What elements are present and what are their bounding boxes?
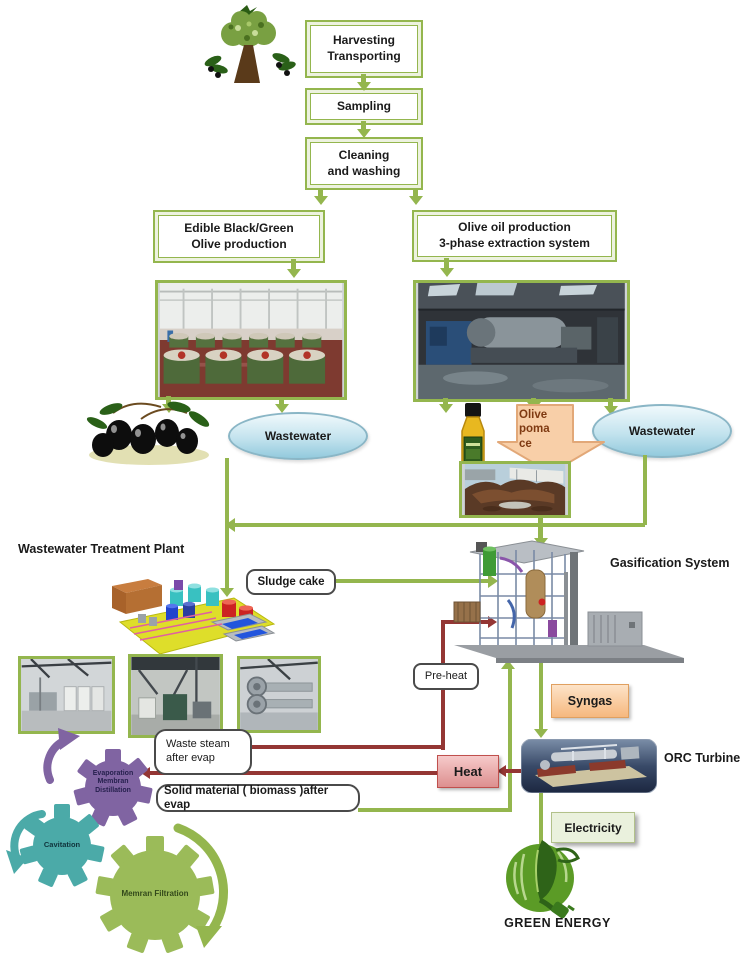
syngas-box: Syngas bbox=[551, 684, 629, 718]
box-sampling-label: Sampling bbox=[310, 93, 418, 120]
arrowhead-icon bbox=[220, 588, 234, 597]
wastewater-right-ellipse: Wastewater bbox=[592, 404, 732, 458]
wastewater-right-label: Wastewater bbox=[628, 424, 696, 438]
arrowhead-icon bbox=[287, 269, 301, 278]
solid-material-label: Solid material ( biomass )after evap bbox=[164, 784, 329, 811]
arrowhead-icon bbox=[488, 574, 498, 588]
cavitation-gear-label: Cavitation bbox=[43, 840, 81, 849]
arrowhead-icon bbox=[497, 765, 506, 777]
arrowhead-icon bbox=[409, 196, 423, 205]
box-harvesting-label: Harvesting Transporting bbox=[310, 25, 418, 73]
preheat-label: Pre-heat bbox=[424, 669, 468, 682]
line-wastewater-collect bbox=[233, 523, 645, 527]
box-olive-oil-label: Olive oil production 3-phase extraction … bbox=[417, 215, 612, 257]
preheat-callout: Pre-heat bbox=[413, 663, 479, 690]
waste-steam-callout: Waste steam after evap bbox=[154, 729, 252, 775]
wastewater-left-ellipse: Wastewater bbox=[228, 412, 368, 460]
olive-tree-image bbox=[204, 5, 296, 83]
solid-material-callout: Solid material ( biomass )after evap bbox=[156, 784, 360, 812]
arrowhead-icon bbox=[357, 129, 371, 138]
arrow-edible-photo bbox=[291, 259, 296, 271]
line-wastesteam-to-preheat bbox=[249, 745, 443, 749]
arrowhead-icon bbox=[439, 404, 453, 413]
arrow-photo-wastewater-left bbox=[279, 398, 284, 406]
arrowhead-icon bbox=[275, 404, 289, 413]
box-olive-oil: Olive oil production 3-phase extraction … bbox=[412, 210, 617, 262]
membrane-filtration-gear bbox=[95, 836, 215, 953]
membrane-filtration-gear-label: Memran Filtration bbox=[121, 889, 189, 898]
green-energy-logo bbox=[506, 840, 580, 919]
green-rotation-arrow bbox=[173, 823, 228, 935]
arrow-photo-wastewater-right bbox=[608, 398, 613, 408]
line-syngas-to-turbine bbox=[539, 662, 543, 732]
arrowhead-icon bbox=[225, 518, 235, 532]
line-turbine-to-logo bbox=[539, 790, 543, 852]
electricity-box: Electricity bbox=[551, 812, 635, 843]
box-edible-olive-label: Edible Black/Green Olive production bbox=[158, 215, 320, 258]
pomace-pile-photo bbox=[459, 461, 571, 518]
box-cleaning-label: Cleaning and washing bbox=[310, 142, 418, 185]
line-wastewater-right-down bbox=[643, 455, 647, 525]
arrowhead-icon bbox=[501, 660, 515, 669]
box-harvesting: Harvesting Transporting bbox=[305, 20, 423, 78]
box-cleaning: Cleaning and washing bbox=[305, 137, 423, 190]
box-sampling: Sampling bbox=[305, 88, 423, 125]
line-solid-material-h bbox=[358, 808, 512, 812]
evaporation-gear bbox=[73, 749, 153, 827]
olive-oil-mill-photo bbox=[413, 280, 630, 402]
arrowhead-icon bbox=[534, 729, 548, 738]
arrow-harvest-sampling bbox=[361, 74, 366, 84]
line-heat-to-evaporation bbox=[149, 771, 439, 775]
line-wastewater-to-wwtp bbox=[225, 458, 229, 592]
arrow-cleaning-edible bbox=[318, 188, 323, 198]
electricity-label: Electricity bbox=[564, 820, 622, 835]
black-olives-image bbox=[86, 401, 210, 465]
orc-turbine-label: ORC Turbine bbox=[664, 751, 741, 765]
wastewater-left-label: Wastewater bbox=[264, 429, 332, 443]
olive-pomace-label: Olive poma ce bbox=[519, 409, 550, 450]
edible-olive-plant-photo bbox=[155, 280, 347, 400]
orc-turbine-image bbox=[521, 739, 657, 793]
wwtp-3d-render bbox=[112, 579, 276, 655]
gasification-system-render bbox=[453, 540, 684, 663]
olive-pomace-callout bbox=[497, 404, 605, 474]
arrowhead-icon bbox=[440, 268, 454, 277]
sludge-cake-label: Sludge cake bbox=[257, 575, 325, 588]
arrowhead-icon bbox=[357, 82, 371, 91]
arrow-photo-pomace bbox=[531, 398, 536, 404]
arrowhead-icon bbox=[141, 767, 150, 779]
arrow-sampling-cleaning bbox=[361, 121, 366, 131]
sludge-cake-callout: Sludge cake bbox=[246, 569, 336, 595]
arrow-oliveoil-photo bbox=[444, 258, 449, 270]
arrow-pomace-gasifier bbox=[538, 516, 543, 540]
syngas-label: Syngas bbox=[567, 694, 613, 708]
treatment-unit-photo-3 bbox=[237, 656, 321, 733]
line-turbine-to-heat bbox=[506, 769, 524, 773]
heat-box: Heat bbox=[437, 755, 499, 788]
waste-steam-label: Waste steam after evap bbox=[166, 738, 230, 764]
line-sludge-to-gasifier bbox=[335, 579, 490, 583]
gasification-section-label: Gasification System bbox=[610, 556, 730, 570]
green-energy-label: GREEN ENERGY bbox=[504, 916, 611, 930]
line-solid-material-v bbox=[508, 668, 512, 810]
gears-graphic bbox=[6, 728, 228, 953]
teal-rotation-arrow bbox=[10, 810, 46, 860]
box-edible-olive: Edible Black/Green Olive production bbox=[153, 210, 325, 263]
arrowhead-icon bbox=[488, 616, 497, 628]
arrowhead-icon bbox=[604, 406, 618, 415]
arrow-photo-bottle bbox=[443, 398, 448, 406]
evaporation-gear-label: Evaporation Membran Distillation bbox=[92, 770, 134, 794]
treatment-unit-photo-2 bbox=[128, 654, 223, 738]
arrowhead-icon bbox=[314, 196, 328, 205]
treatment-unit-photo-1 bbox=[18, 656, 115, 734]
heat-label: Heat bbox=[453, 764, 483, 779]
arrow-cleaning-oliveoil bbox=[413, 188, 418, 198]
arrow-photo-olives bbox=[166, 396, 171, 406]
wwtp-section-label: Wastewater Treatment Plant bbox=[18, 542, 185, 556]
